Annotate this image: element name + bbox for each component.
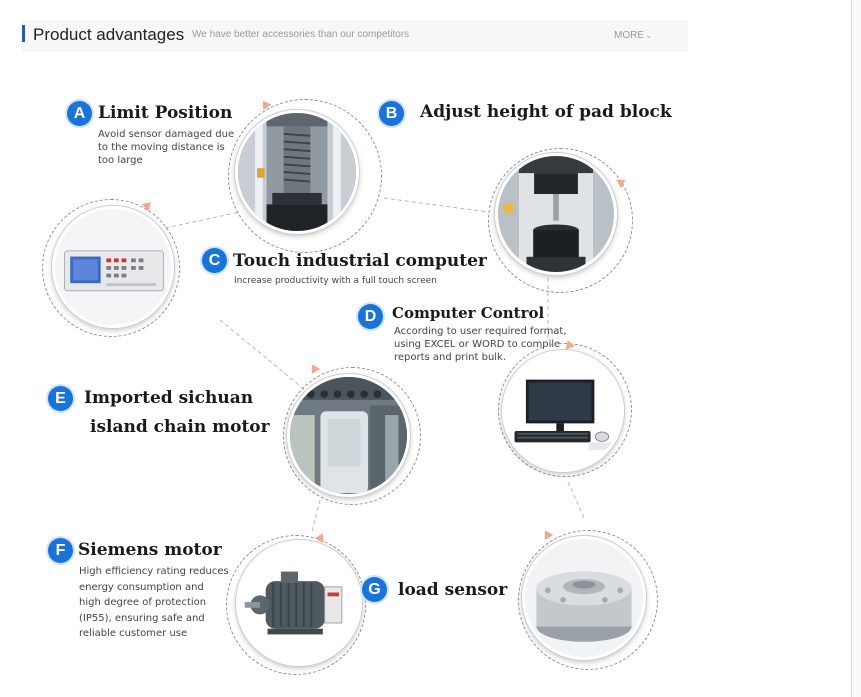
badge-g: G (362, 577, 387, 602)
feature-a-desc-line: to the moving distance is (98, 142, 225, 153)
feature-b-title: Adjust height of pad block (420, 102, 672, 122)
ring-computer (498, 343, 632, 477)
feature-d-desc-line: According to user required format, (394, 326, 567, 337)
photo-siemens-motor (236, 540, 362, 666)
feature-f-desc-line: (IP55), ensuring safe and (79, 612, 205, 624)
feature-e-title-line-1: Imported sichuan (84, 388, 254, 408)
feature-a-desc: Avoid sensor damaged due to the moving d… (98, 128, 234, 167)
header-accent-bar (22, 25, 25, 42)
feature-g-title: load sensor (398, 580, 508, 600)
section-title: Product advantages (33, 25, 185, 44)
ring-b (488, 148, 633, 293)
feature-d-desc-line: using EXCEL or WORD to compile (394, 339, 561, 350)
photo-chain-motor (287, 374, 410, 497)
feature-f-desc-line: High efficiency rating reduces (79, 566, 229, 577)
ring-a (228, 99, 382, 253)
more-link[interactable]: MORE⌄ (614, 30, 653, 41)
feature-c-title: Touch industrial computer (233, 251, 487, 271)
feature-c-desc-line: Increase productivity with a full touch … (234, 276, 437, 286)
more-label: MORE (614, 30, 644, 41)
badge-b: B (379, 101, 404, 126)
feature-d-desc: According to user required format, using… (394, 325, 567, 364)
feature-d-title: Computer Control (392, 304, 545, 322)
feature-a-title: Limit Position (98, 103, 233, 123)
feature-f-title: Siemens motor (78, 540, 222, 560)
feature-a-desc-line: too large (98, 155, 143, 166)
feature-d-desc-line: reports and print bulk. (394, 352, 507, 363)
section-header: Product advantages We have better access… (22, 20, 688, 52)
feature-f-desc: High efficiency rating reduces energy co… (79, 564, 229, 642)
ring-e (283, 367, 421, 505)
ring-g (518, 530, 658, 670)
badge-c: C (202, 248, 227, 273)
scrollbar-track[interactable] (851, 0, 861, 697)
badge-a: A (67, 101, 92, 126)
photo-computer (502, 350, 624, 472)
feature-e-title-line-2: island chain motor (90, 417, 270, 437)
chevron-down-icon: ⌄ (645, 30, 653, 40)
badge-e: E (48, 386, 73, 411)
photo-pad-block (495, 153, 617, 275)
badge-d: D (358, 304, 383, 329)
feature-f-desc-line: energy consumption and (79, 581, 204, 593)
section-subtitle: We have better accessories than our comp… (192, 29, 410, 40)
feature-a-desc-line: Avoid sensor damaged due (98, 129, 235, 140)
badge-f: F (48, 538, 73, 563)
photo-controller (52, 206, 174, 328)
feature-f-desc-line: reliable customer use (79, 628, 188, 639)
ring-controller (42, 199, 180, 337)
feature-c-desc: Increase productivity with a full touch … (234, 275, 437, 288)
photo-limit-position (235, 110, 359, 234)
feature-f-desc-line: high degree of protection (79, 597, 207, 608)
ring-f (226, 535, 366, 675)
photo-load-sensor (522, 536, 646, 660)
